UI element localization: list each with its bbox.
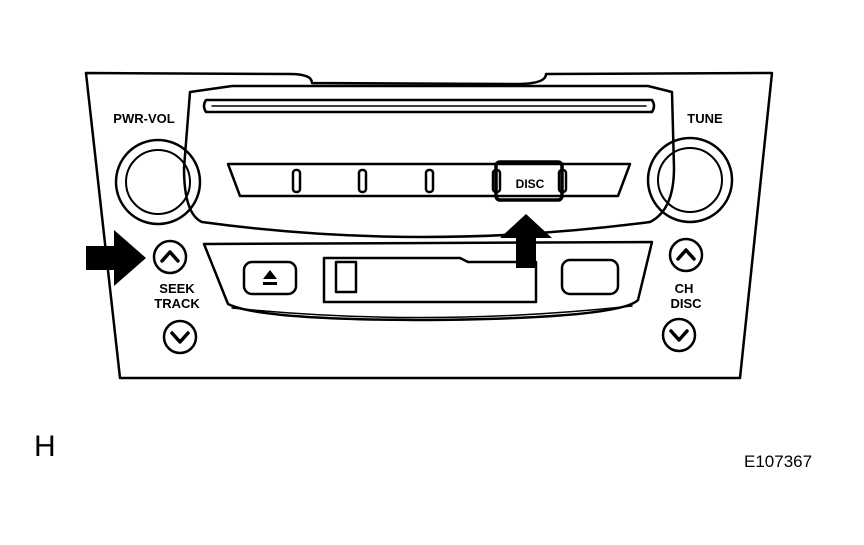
pwr-vol-label: PWR-VOL <box>113 111 174 126</box>
right-lower-button[interactable] <box>560 258 620 296</box>
lower-panel <box>202 240 654 322</box>
preset-divider-2 <box>357 168 368 194</box>
disc-button[interactable] <box>494 160 564 202</box>
chevron-up-icon <box>160 250 180 263</box>
ch-disc-up-button[interactable] <box>668 237 704 273</box>
preset-divider-3 <box>424 168 435 194</box>
eject-icon <box>263 270 277 285</box>
upper-panel <box>182 84 676 239</box>
ch-label: CH <box>675 281 694 296</box>
disc-label: DISC <box>670 296 702 311</box>
seek-label: SEEK <box>159 281 195 296</box>
disc-button-label: DISC <box>516 177 545 191</box>
chevron-up-icon <box>676 248 696 261</box>
faceplate-outline <box>84 71 774 380</box>
figure-code: E107367 <box>744 452 813 471</box>
cd-slot <box>202 98 656 114</box>
ch-disc-down-button[interactable] <box>661 317 697 353</box>
seek-track-up-button[interactable] <box>152 239 188 275</box>
display-indicator <box>334 260 358 294</box>
eject-button[interactable] <box>242 260 298 296</box>
tune-label: TUNE <box>687 111 723 126</box>
seek-track-down-button[interactable] <box>162 319 198 355</box>
chevron-down-icon <box>669 329 689 342</box>
arrow-up-icon <box>500 214 552 268</box>
chevron-down-icon <box>170 331 190 344</box>
preset-divider-1 <box>291 168 302 194</box>
track-label: TRACK <box>154 296 200 311</box>
arrow-right-icon <box>86 230 146 286</box>
tune-knob[interactable] <box>646 136 734 224</box>
figure-letter: H <box>34 430 56 463</box>
pwr-vol-knob[interactable] <box>114 138 202 226</box>
